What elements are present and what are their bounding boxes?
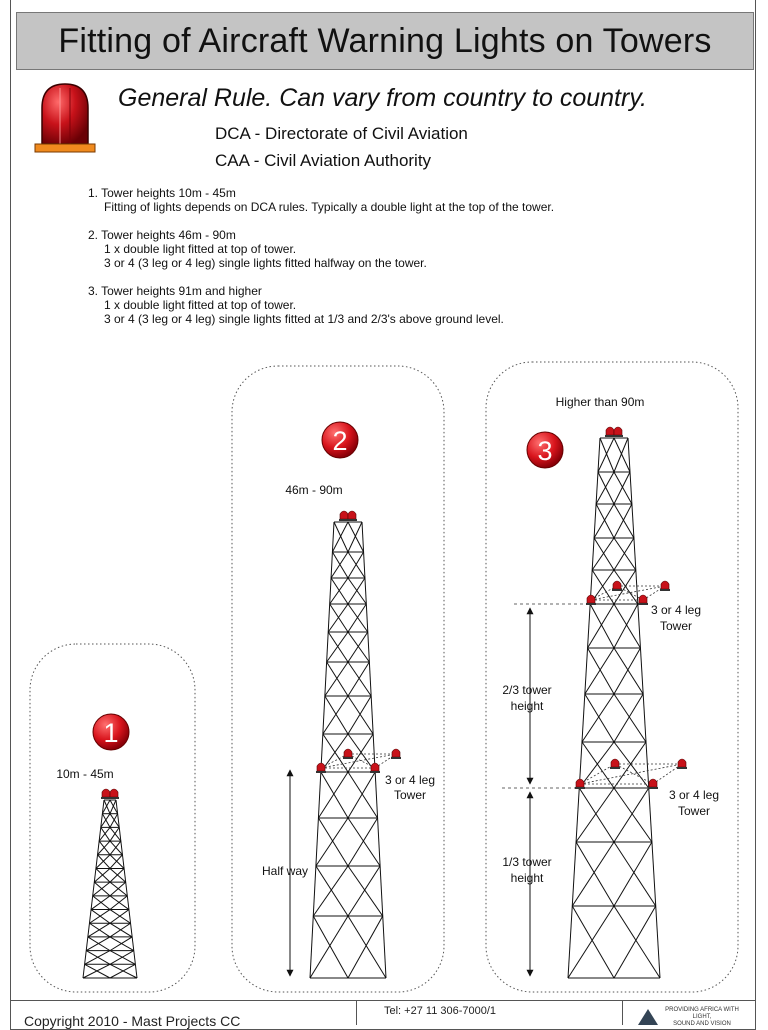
- copyright: Copyright 2010 - Mast Projects CC: [24, 1013, 241, 1029]
- panel-3-one-third-label: 1/3 tower: [502, 855, 551, 869]
- footer-slogan-line: SOUND AND VISION: [673, 1021, 731, 1027]
- panel-3-lower-leg-label: 3 or 4 leg: [669, 788, 719, 802]
- panel-3-one-third-label-2: height: [511, 871, 544, 885]
- rule-line: 1 x double light fitted at top of tower.: [104, 298, 297, 312]
- footer-divider: [356, 1001, 357, 1025]
- tower-3: [567, 437, 661, 979]
- abbreviation-caa: CAA - Civil Aviation Authority: [215, 151, 432, 170]
- footer-tel: Tel: +27 11 306-7000/1: [384, 1005, 497, 1017]
- badge-3: 3: [526, 431, 564, 469]
- rule-line: 1 x double light fitted at top of tower.: [104, 242, 297, 256]
- tower-2-halfway-lights-light-2: [343, 748, 353, 759]
- tower-2-top-light-right: [347, 510, 357, 521]
- tower-3-lower-lights-light-3: [677, 758, 687, 769]
- rules-list: 1. Tower heights 10m - 45m Fitting of li…: [88, 186, 554, 340]
- tower-3-upper-lights-light-3: [660, 580, 670, 591]
- tower-3-upper-lights-light-2: [612, 580, 622, 591]
- rule-line: Fitting of lights depends on DCA rules. …: [104, 200, 555, 214]
- tower-2: [309, 521, 387, 979]
- badge-2: 2: [321, 421, 359, 459]
- panel-2-height-label: 46m - 90m: [285, 483, 342, 497]
- rule-heading: 3. Tower heights 91m and higher: [88, 284, 262, 298]
- rule-2: 2. Tower heights 46m - 90m 1 x double li…: [88, 228, 554, 270]
- tower-3-upper-lights-light-0: [586, 594, 596, 605]
- rule-heading: 2. Tower heights 46m - 90m: [88, 228, 236, 242]
- footer-divider: [622, 1001, 623, 1025]
- badge-1-number: 1: [103, 718, 118, 748]
- rule-3: 3. Tower heights 91m and higher 1 x doub…: [88, 284, 554, 326]
- panel-3-outline: [485, 361, 739, 993]
- abbreviation-dca: DCA - Directorate of Civil Aviation: [215, 124, 468, 143]
- tower-diagram: 1 2 3 10m - 45m 46m - 90m Higher than 90…: [29, 361, 739, 993]
- tower-3-upper-lights: [590, 585, 666, 601]
- panel-3-two-thirds-label-2: height: [511, 699, 544, 713]
- panel-2-leg-label: 3 or 4 leg: [385, 773, 435, 787]
- rule-heading: 1. Tower heights 10m - 45m: [88, 186, 236, 200]
- panel-2-outline: [231, 365, 445, 993]
- title-bar: Fitting of Aircraft Warning Lights on To…: [16, 12, 754, 70]
- badge-3-number: 3: [537, 436, 552, 466]
- panel-1-outline: [29, 643, 196, 993]
- footer: Copyright 2010 - Mast Projects CC Tel: +…: [10, 1000, 756, 1029]
- rule-1: 1. Tower heights 10m - 45m Fitting of li…: [88, 186, 554, 214]
- tower-3-upper-lights-light-1: [638, 594, 648, 605]
- panel-3-two-thirds-label: 2/3 tower: [502, 683, 551, 697]
- tower-2-halfway-lights-light-0: [316, 762, 326, 773]
- tower-2-halfway-lights-light-3: [391, 748, 401, 759]
- tower-3-lower-lights-light-1: [648, 778, 658, 789]
- rule-line: 3 or 4 (3 leg or 4 leg) single lights fi…: [104, 312, 504, 326]
- panel-2-leg-label-2: Tower: [394, 788, 426, 802]
- tower-3-lower-lights-light-2: [610, 758, 620, 769]
- panel-3-upper-leg-label-2: Tower: [660, 619, 692, 633]
- tower-2-halfway-lights: [320, 753, 397, 769]
- rule-line: 3 or 4 (3 leg or 4 leg) single lights fi…: [104, 256, 427, 270]
- panel-2-halfway-label: Half way: [262, 864, 308, 878]
- beacon-light-icon: [34, 83, 96, 153]
- tower-3-top-light-right: [613, 426, 623, 437]
- badge-1: 1: [92, 713, 130, 751]
- footer-slogan: PROVIDING AFRICA WITH LIGHT, SOUND AND V…: [662, 1007, 742, 1028]
- tower-3-lower-lights-light-0: [575, 778, 585, 789]
- panel-1-height-label: 10m - 45m: [56, 767, 113, 781]
- subtitle: General Rule. Can vary from country to c…: [118, 84, 647, 112]
- page-title: Fitting of Aircraft Warning Lights on To…: [58, 21, 712, 60]
- tower-1-top-light-right: [109, 788, 119, 799]
- panel-3-lower-leg-label-2: Tower: [678, 804, 710, 818]
- tower-2-halfway-lights-light-1: [370, 762, 380, 773]
- badge-2-number: 2: [332, 426, 347, 456]
- panel-3-upper-leg-label: 3 or 4 leg: [651, 603, 701, 617]
- tower-1: [82, 799, 138, 979]
- logo-icon: [638, 1009, 658, 1025]
- panel-3-height-label: Higher than 90m: [556, 395, 645, 409]
- footer-slogan-line: PROVIDING AFRICA WITH LIGHT,: [665, 1007, 739, 1020]
